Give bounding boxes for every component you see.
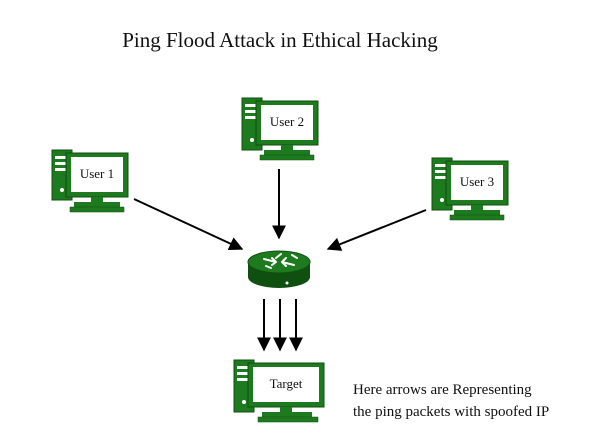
arrow-user3-to-router — [326, 209, 427, 251]
note-line-2: the ping packets with spoofed IP — [353, 404, 550, 420]
note-line-1: Here arrows are Representing — [353, 382, 532, 398]
router-icon — [247, 250, 311, 288]
target-computer-icon — [233, 359, 325, 423]
user2-computer-icon — [241, 97, 319, 161]
user2-label: User 2 — [269, 114, 305, 129]
user1-computer-icon — [51, 149, 129, 213]
ping-arrows — [133, 169, 427, 352]
user1-label: User 1 — [79, 166, 115, 181]
user3-computer-icon — [431, 157, 509, 221]
arrow-user1-to-router — [133, 198, 244, 251]
arrow-explanation-note: Here arrows are Representing the ping pa… — [353, 379, 549, 423]
target-label: Target — [269, 376, 303, 391]
diagram-title: Ping Flood Attack in Ethical Hacking — [122, 28, 438, 52]
user3-label: User 3 — [459, 174, 495, 189]
